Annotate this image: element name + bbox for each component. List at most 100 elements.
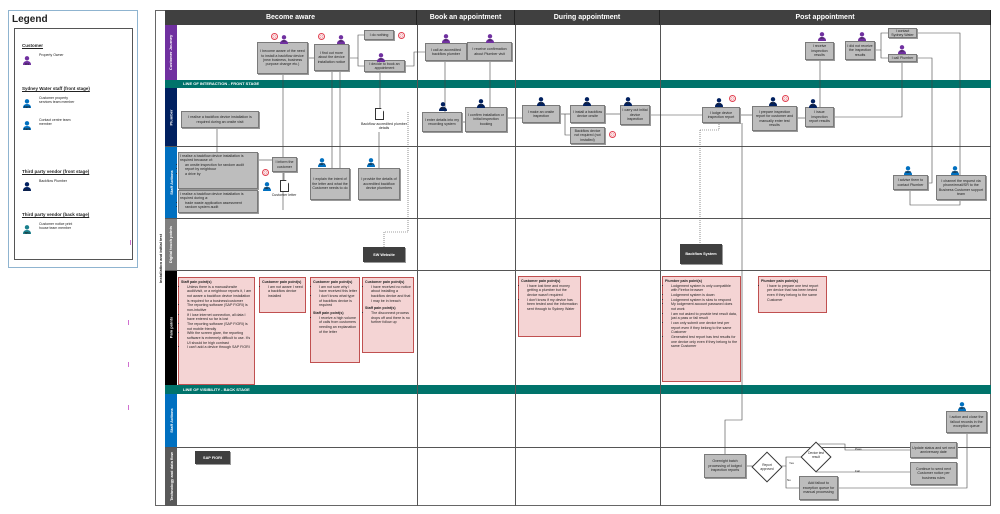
step-box-pl2: I enter details into my recording system [422,112,462,132]
person-code: PL1 [478,104,484,107]
person-code: PL1 [538,102,544,105]
pain-point-list: I have received no notice about installi… [371,285,411,304]
phase-group-label: Installation and initial test [156,10,165,506]
step-box-pl3: I confirm installation or initial inspec… [465,107,507,132]
staff-realise-box-2: I realise a backflow device installation… [178,190,258,213]
legend-person-label: Backflow Plumber [39,179,68,183]
lane-label: Staff Actions [168,408,174,433]
person-icon: PL1 [714,94,724,107]
person-code: C1 [282,40,286,43]
marker [128,405,130,410]
step-box-cj7: I receive inspection results [805,42,834,60]
pain-point-list: I am not sure why I have received this l… [319,285,357,308]
bullet-item: random system audit [185,205,256,209]
pain-point-list: I am not aware I need a backflow device … [268,285,303,299]
person-icon: PL1 [438,98,448,111]
person-code: C1 [820,37,824,40]
person-code: C1 [900,50,904,53]
lane-digital-touch-points: Digital touch points [165,218,177,270]
pain-point-item: The reporting software (SAP FIORI) is no… [187,303,252,312]
pain-point-title: Plumber pain point(s) [761,279,798,283]
pain-point-item: I can only submit one device test per re… [671,321,738,335]
sad-face-icon: ☹ [318,33,325,40]
person-icon: C1 [279,31,289,44]
lane-divider [165,270,991,271]
document-label: Backflow accredited plumber details [361,122,407,130]
step-box-pl6: Backflow device not required (not instal… [570,127,605,144]
step-box-pl9: I prepare inspection report for customer… [752,106,797,131]
pain-point-box: Customer pain point(s)I am not sure why … [310,277,360,363]
pain-point-box: Customer pain point(s)I have lost time a… [518,276,581,337]
person-code: SW1 [319,163,325,166]
pain-point-title: Customer pain point(s) [521,279,561,283]
step-box-pl8: I lodge device inspection report [702,107,740,123]
pain-point-list: I have to prepare one test report per de… [767,284,824,303]
person-code: SW1 [264,187,270,190]
flow-label-yes: Yes [789,461,794,465]
sap-fiori-box: SAP FIORI [195,451,230,464]
lane-divider [165,447,991,448]
legend-section-heading: Sydney Water staff (front stage) [22,86,90,91]
step-box-sa6: I channel the request via phone/email/SR… [936,175,986,200]
step-box-cj3: I do nothing [364,30,394,40]
step-box-sa3: I explain the intent of the letter and w… [310,168,350,200]
stage-book-appointment: Book an appointment [417,10,515,25]
document-icon [280,180,289,192]
marker [128,362,130,367]
pain-point-box: Staff pain point(s)Unless there is a man… [178,277,255,385]
bullet-item: an onsite inspection for random audit [185,163,256,167]
person-icon: C1 [441,30,451,43]
person-icon: C1 [336,31,346,44]
pain-point-item: I receive a high volume of calls from cu… [319,316,357,335]
legend-title: Legend [12,14,48,25]
line-of-interaction: LINE OF INTERACTION - FRONT STAGE [165,80,991,88]
pain-point-item: I am not aware I need a backflow device … [268,285,303,299]
step-box-t2: Update status and set next anniversary d… [910,442,957,458]
pain-point-box: Plumber pain point(s)Lodgement system is… [662,276,741,382]
person-code: SW1 [368,163,374,166]
legend-person-icon: C1 [22,52,32,66]
person-icon: PL1 [623,93,633,106]
legend-section-heading: Third party vendor (back stage) [22,212,90,217]
pain-point-list: The disconnect process drops off and the… [371,311,411,325]
lane-staff-actions: Staff Actions [165,146,177,218]
pain-point-item: Generated test report has test results f… [671,335,738,349]
box-intro: I realise a backflow device installation… [180,192,244,201]
stage-divider [417,25,418,506]
pain-point-item: I can't add a device through SAP FIORI [187,345,252,350]
pain-point-title: Plumber pain point(s) [665,279,702,283]
lane-staff-actions-back: Staff Actions [165,394,177,447]
person-icon: C1 [376,49,386,62]
phase-group-text: Installation and initial test [158,233,163,283]
step-box-pl7: I carry out initial device inspection [620,105,650,125]
step-box-sa4: I provide the details of accredited back… [358,168,400,200]
pain-point-title: Staff pain point(s) [181,280,212,284]
decision-label: Device test result [808,451,824,459]
pain-point-item: I don't know if my device has been teste… [527,298,578,312]
pain-point-item: I am not sure why I have received this l… [319,285,357,294]
decision-label: Report approved [760,463,774,471]
person-icon: C1 [897,41,907,54]
pain-point-item: I have received no notice about installi… [371,285,411,304]
document-label: Customer letter [271,193,297,197]
lane-divider [165,218,991,219]
pain-point-item: If I lose internet connection, all data … [187,313,252,322]
stage-post-appointment: Post appointment [660,10,991,25]
marker [130,240,132,245]
sad-face-icon: ☹ [609,131,616,138]
person-icon: SW1 [957,398,967,411]
person-icon: PL1 [582,93,592,106]
legend-person-label: Contact centre team member [39,118,71,127]
line-of-visibility: LINE OF VISIBILITY - BACK STAGE [165,385,991,394]
person-code: SW1 [959,407,965,410]
legend-person-code: SW2 [23,127,31,131]
pain-point-item: The disconnect process drops off and the… [371,311,411,325]
step-box-cj2: I find out more about the device install… [314,44,349,71]
pain-point-list: Unless there is a manual/onsite audit/vi… [187,285,252,350]
lane-label: Plumber [168,108,174,126]
bullet-item: a drive by [185,172,256,176]
lane-technology: Technology and data flow [165,447,177,506]
step-box-pl10: I issue inspection report results [805,107,834,127]
document-icon [375,108,384,120]
